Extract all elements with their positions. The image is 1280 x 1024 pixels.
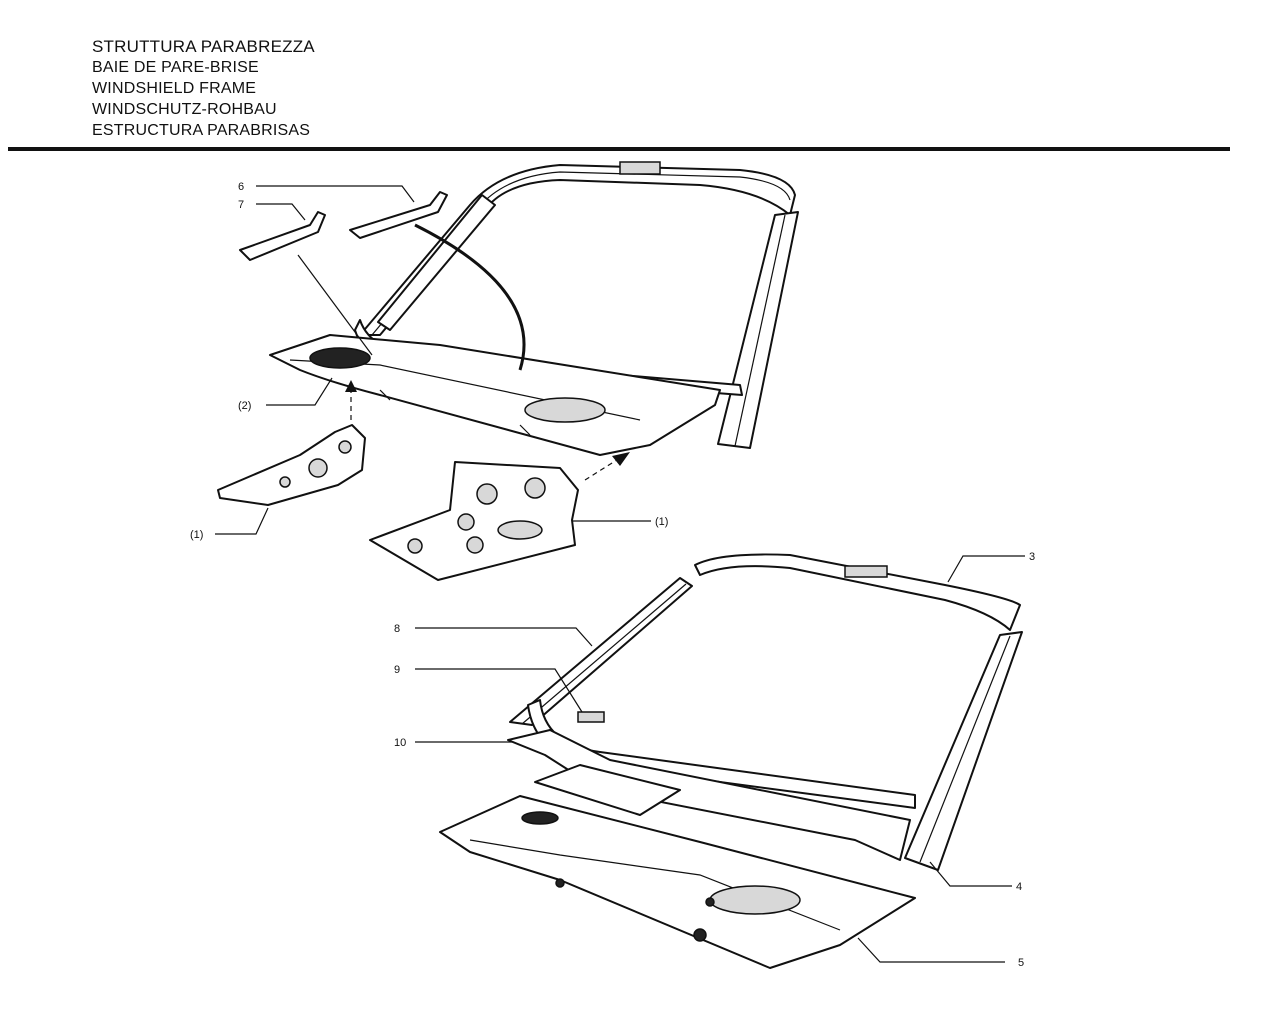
- part-7-bracket: [239, 211, 326, 261]
- part-6-bracket: [349, 191, 448, 239]
- inner-plate: [534, 764, 681, 816]
- leader-4: [929, 861, 1012, 887]
- top-cowl-recess: [524, 397, 606, 423]
- top-cowl-opening: [309, 347, 371, 369]
- bracket-7-guide-line: [297, 254, 373, 356]
- leader-5: [857, 937, 1005, 963]
- callout-3: 3: [1029, 551, 1035, 563]
- leader-7: [256, 203, 306, 221]
- bottom-assembly: [439, 553, 1023, 969]
- top-assembly-guide-curve: [414, 223, 526, 371]
- leader-9: [415, 668, 583, 713]
- leader-6: [256, 185, 415, 203]
- callout-1-left: (1): [190, 529, 203, 541]
- part-10-cowl-top: [507, 729, 911, 861]
- top-right-pillar: [717, 211, 799, 449]
- top-assembly: [217, 161, 799, 581]
- part-9-lower-rail: [527, 699, 916, 809]
- callout-5: 5: [1018, 957, 1024, 969]
- callout-4: 4: [1016, 881, 1022, 893]
- left-mount-bracket: [217, 424, 366, 506]
- callout-labels: 6 7 (2) (1) (1) 3 8 9 10 4 5: [190, 181, 1035, 969]
- title-block: STRUTTURA PARABREZZA BAIE DE PARE-BRISE …: [92, 36, 315, 141]
- left-bracket-arrowhead: [345, 380, 357, 392]
- callout-9: 9: [394, 664, 400, 676]
- right-bracket-arrow-shaft: [584, 457, 621, 481]
- title-spanish: ESTRUCTURA PARABRISAS: [92, 122, 311, 139]
- callout-7: 7: [238, 199, 244, 211]
- part-4-right-pillar: [904, 631, 1023, 871]
- right-bracket-arrowhead: [612, 452, 630, 466]
- leader-1-left: [215, 507, 269, 535]
- leader-8: [415, 627, 593, 647]
- callout-10: 10: [394, 737, 406, 749]
- title-german: WINDSCHUTZ-ROHBAU: [92, 101, 277, 118]
- leader-2: [266, 377, 333, 406]
- title-french: BAIE DE PARE-BRISE: [92, 59, 259, 76]
- leader-3: [947, 555, 1025, 583]
- top-windshield-frame: [359, 164, 796, 336]
- header-divider: [8, 147, 1230, 151]
- callout-leaders: [215, 185, 1025, 963]
- title-italian: STRUTTURA PARABREZZA: [92, 37, 315, 56]
- callout-6: 6: [238, 181, 244, 193]
- part-5-cowl-lower: [439, 795, 916, 969]
- title-english: WINDSHIELD FRAME: [92, 80, 257, 97]
- callout-2: (2): [238, 400, 251, 412]
- top-frame-center-bracket: [619, 161, 661, 175]
- callout-8: 8: [394, 623, 400, 635]
- top-left-pillar: [377, 194, 496, 331]
- part-8-left-pillar: [509, 577, 693, 726]
- callout-1-right: (1): [655, 516, 668, 528]
